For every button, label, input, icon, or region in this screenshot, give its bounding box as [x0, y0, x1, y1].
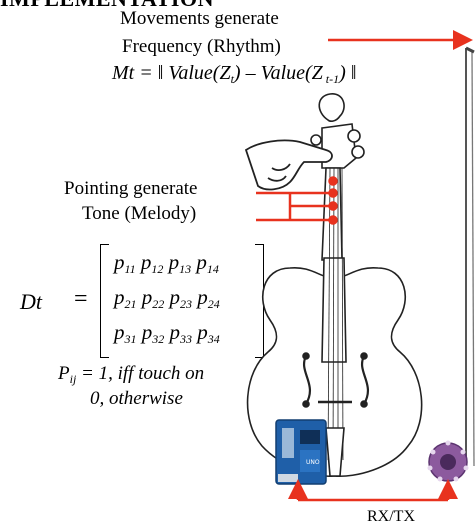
lilypad-board-icon — [427, 440, 469, 482]
movements-line1: Movements generate — [120, 8, 279, 29]
norm-close: ‖ — [345, 62, 357, 84]
dt-equals: = — [74, 286, 88, 312]
svg-text:UNO: UNO — [306, 459, 320, 466]
value2-sub: t-1 — [322, 72, 340, 86]
touch-connectors — [256, 176, 338, 225]
header-fragment: IMPLEMENTATION — [0, 0, 240, 8]
value2-close: ) — [339, 62, 346, 84]
violin-bow-icon — [465, 46, 475, 468]
dt-label: Dt — [20, 289, 42, 314]
matrix-row-2: p21 p22 p23 p24 — [114, 285, 220, 311]
value2: Value(Z — [260, 62, 323, 84]
rxtx-label: RX/TX — [367, 508, 415, 525]
touch-matrix: p11 p12 p13 p14 p21 p22 p23 p24 p31 p32 … — [100, 244, 264, 358]
matrix-left-bracket — [100, 244, 109, 358]
matrix-row-1: p11 p12 p13 p14 — [114, 250, 219, 276]
arduino-board-icon: UNO — [275, 419, 327, 485]
movements-line2: Frequency (Rhythm) — [122, 36, 281, 57]
pointing-line1: Pointing generate — [64, 178, 198, 199]
rxtx-link — [288, 479, 458, 502]
pointing-line2: Tone (Melody) — [82, 203, 197, 224]
condition-line2: 0, otherwise — [90, 388, 183, 409]
value1-close: ) — [233, 62, 241, 84]
pointing-hand-icon — [244, 139, 333, 191]
norm-open: ‖ — [157, 62, 169, 84]
minus: – — [240, 62, 261, 84]
mt-lhs: Mt = — [112, 62, 158, 84]
condition-line1: Pij = 1, iff touch on — [58, 363, 205, 386]
matrix-row-3: p31 p32 p33 p34 — [114, 320, 220, 346]
value1: Value(Z — [168, 62, 231, 84]
value1-sub: t — [230, 72, 234, 86]
mt-formula: Mt = ‖ Value(Zt) – Value(Z t-1) ‖ — [112, 62, 432, 87]
